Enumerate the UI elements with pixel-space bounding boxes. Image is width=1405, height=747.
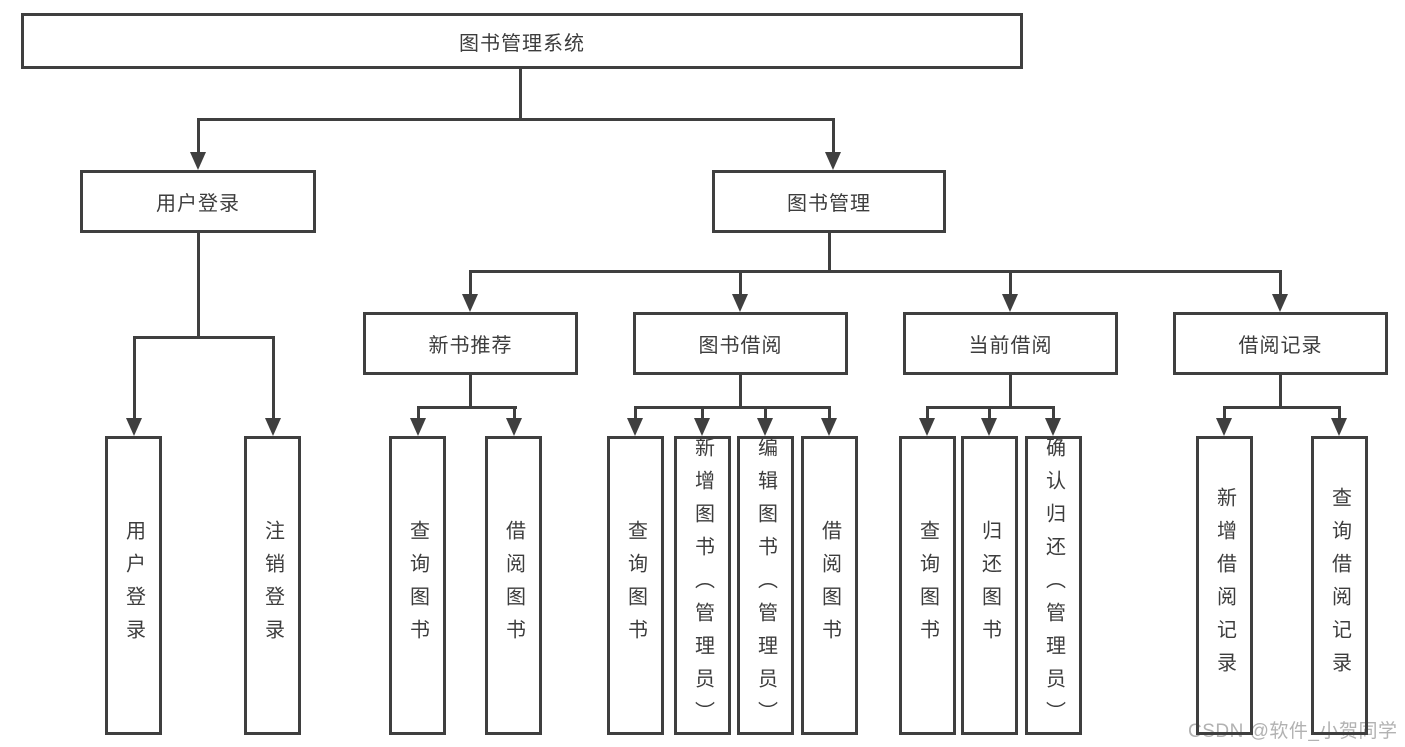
connector-vline — [832, 118, 835, 152]
connector-vline — [1279, 375, 1282, 409]
connector-vline — [197, 118, 200, 152]
connector-vline — [926, 406, 929, 418]
node-book-borrow-label: 图书借阅 — [698, 335, 783, 357]
arrowhead-icon — [821, 418, 837, 436]
connector-vline — [1223, 406, 1226, 418]
connector-vline — [1009, 270, 1012, 294]
connector-vline — [1052, 406, 1055, 418]
node-root: 图书管理系统 — [21, 13, 1023, 69]
arrowhead-icon — [919, 418, 935, 436]
leaf-records-query: 查询借阅记录 — [1311, 436, 1368, 735]
arrowhead-icon — [126, 418, 142, 436]
arrowhead-icon — [1216, 418, 1232, 436]
leaf-borrow-add-admin: 新增图书（管理员） — [674, 436, 731, 735]
leaf-newbooks-query: 查询图书 — [389, 436, 446, 735]
arrowhead-icon — [1002, 294, 1018, 312]
node-user-login-label: 用户登录 — [156, 193, 240, 215]
leaf-records-add: 新增借阅记录 — [1196, 436, 1253, 735]
connector-vline — [988, 406, 991, 418]
connector-vline — [519, 69, 522, 120]
node-root-label: 图书管理系统 — [459, 32, 585, 55]
leaf-borrow-edit-admin: 编辑图书（管理员） — [737, 436, 794, 735]
node-current-borrow: 当前借阅 — [903, 312, 1118, 375]
node-borrow-records-label: 借阅记录 — [1238, 335, 1323, 357]
leaf-newbooks-query-label: 查询图书 — [406, 519, 429, 652]
connector-hline — [634, 406, 831, 409]
connector-vline — [513, 406, 516, 418]
leaf-records-add-label: 新增借阅记录 — [1213, 486, 1236, 685]
node-book-mgmt-label: 图书管理 — [787, 193, 871, 215]
leaf-borrow-query-label: 查询图书 — [624, 519, 647, 652]
connector-vline — [701, 406, 704, 418]
leaf-records-query-label: 查询借阅记录 — [1328, 486, 1351, 685]
connector-vline — [469, 270, 472, 294]
leaf-current-query: 查询图书 — [899, 436, 956, 735]
leaf-current-confirm-admin-label: 确认归还（管理员） — [1042, 437, 1065, 734]
leaf-logout: 注销登录 — [244, 436, 301, 735]
arrowhead-icon — [825, 152, 841, 170]
connector-vline — [469, 375, 472, 409]
leaf-borrow-borrow-label: 借阅图书 — [818, 519, 841, 652]
arrowhead-icon — [627, 418, 643, 436]
connector-vline — [1009, 375, 1012, 409]
csdn-watermark: CSDN @软件_小贺同学 — [1188, 721, 1398, 742]
connector-vline — [1279, 270, 1282, 294]
arrowhead-icon — [757, 418, 773, 436]
arrowhead-icon — [410, 418, 426, 436]
node-new-books: 新书推荐 — [363, 312, 578, 375]
arrowhead-icon — [265, 418, 281, 436]
connector-vline — [739, 375, 742, 409]
node-borrow-records: 借阅记录 — [1173, 312, 1388, 375]
connector-vline — [828, 233, 831, 273]
leaf-logout-label: 注销登录 — [261, 519, 284, 652]
leaf-borrow-borrow: 借阅图书 — [801, 436, 858, 735]
leaf-current-confirm-admin: 确认归还（管理员） — [1025, 436, 1082, 735]
connector-hline — [469, 270, 1282, 273]
leaf-newbooks-borrow: 借阅图书 — [485, 436, 542, 735]
node-user-login: 用户登录 — [80, 170, 316, 233]
connector-vline — [764, 406, 767, 418]
leaf-borrow-add-admin-label: 新增图书（管理员） — [691, 437, 714, 734]
connector-vline — [197, 233, 200, 339]
connector-vline — [634, 406, 637, 418]
leaf-current-query-label: 查询图书 — [916, 519, 939, 652]
connector-hline — [417, 406, 517, 409]
node-current-borrow-label: 当前借阅 — [968, 335, 1053, 357]
arrowhead-icon — [190, 152, 206, 170]
connector-vline — [417, 406, 420, 418]
connector-hline — [1223, 406, 1340, 409]
leaf-newbooks-borrow-label: 借阅图书 — [502, 519, 525, 652]
leaf-borrow-query: 查询图书 — [607, 436, 664, 735]
node-book-mgmt: 图书管理 — [712, 170, 946, 233]
leaf-user-login-label: 用户登录 — [122, 519, 145, 652]
node-book-borrow: 图书借阅 — [633, 312, 848, 375]
connector-hline — [133, 336, 275, 339]
connector-vline — [272, 336, 275, 418]
arrowhead-icon — [732, 294, 748, 312]
connector-vline — [133, 336, 136, 418]
arrowhead-icon — [981, 418, 997, 436]
leaf-current-return-label: 归还图书 — [978, 519, 1001, 652]
arrowhead-icon — [462, 294, 478, 312]
node-new-books-label: 新书推荐 — [428, 335, 513, 357]
arrowhead-icon — [1272, 294, 1288, 312]
leaf-current-return: 归还图书 — [961, 436, 1018, 735]
arrowhead-icon — [1045, 418, 1061, 436]
arrowhead-icon — [1331, 418, 1347, 436]
connector-vline — [1338, 406, 1341, 418]
connector-vline — [739, 270, 742, 294]
leaf-user-login: 用户登录 — [105, 436, 162, 735]
arrowhead-icon — [694, 418, 710, 436]
connector-hline — [197, 118, 835, 121]
arrowhead-icon — [506, 418, 522, 436]
connector-vline — [828, 406, 831, 418]
leaf-borrow-edit-admin-label: 编辑图书（管理员） — [754, 437, 777, 734]
